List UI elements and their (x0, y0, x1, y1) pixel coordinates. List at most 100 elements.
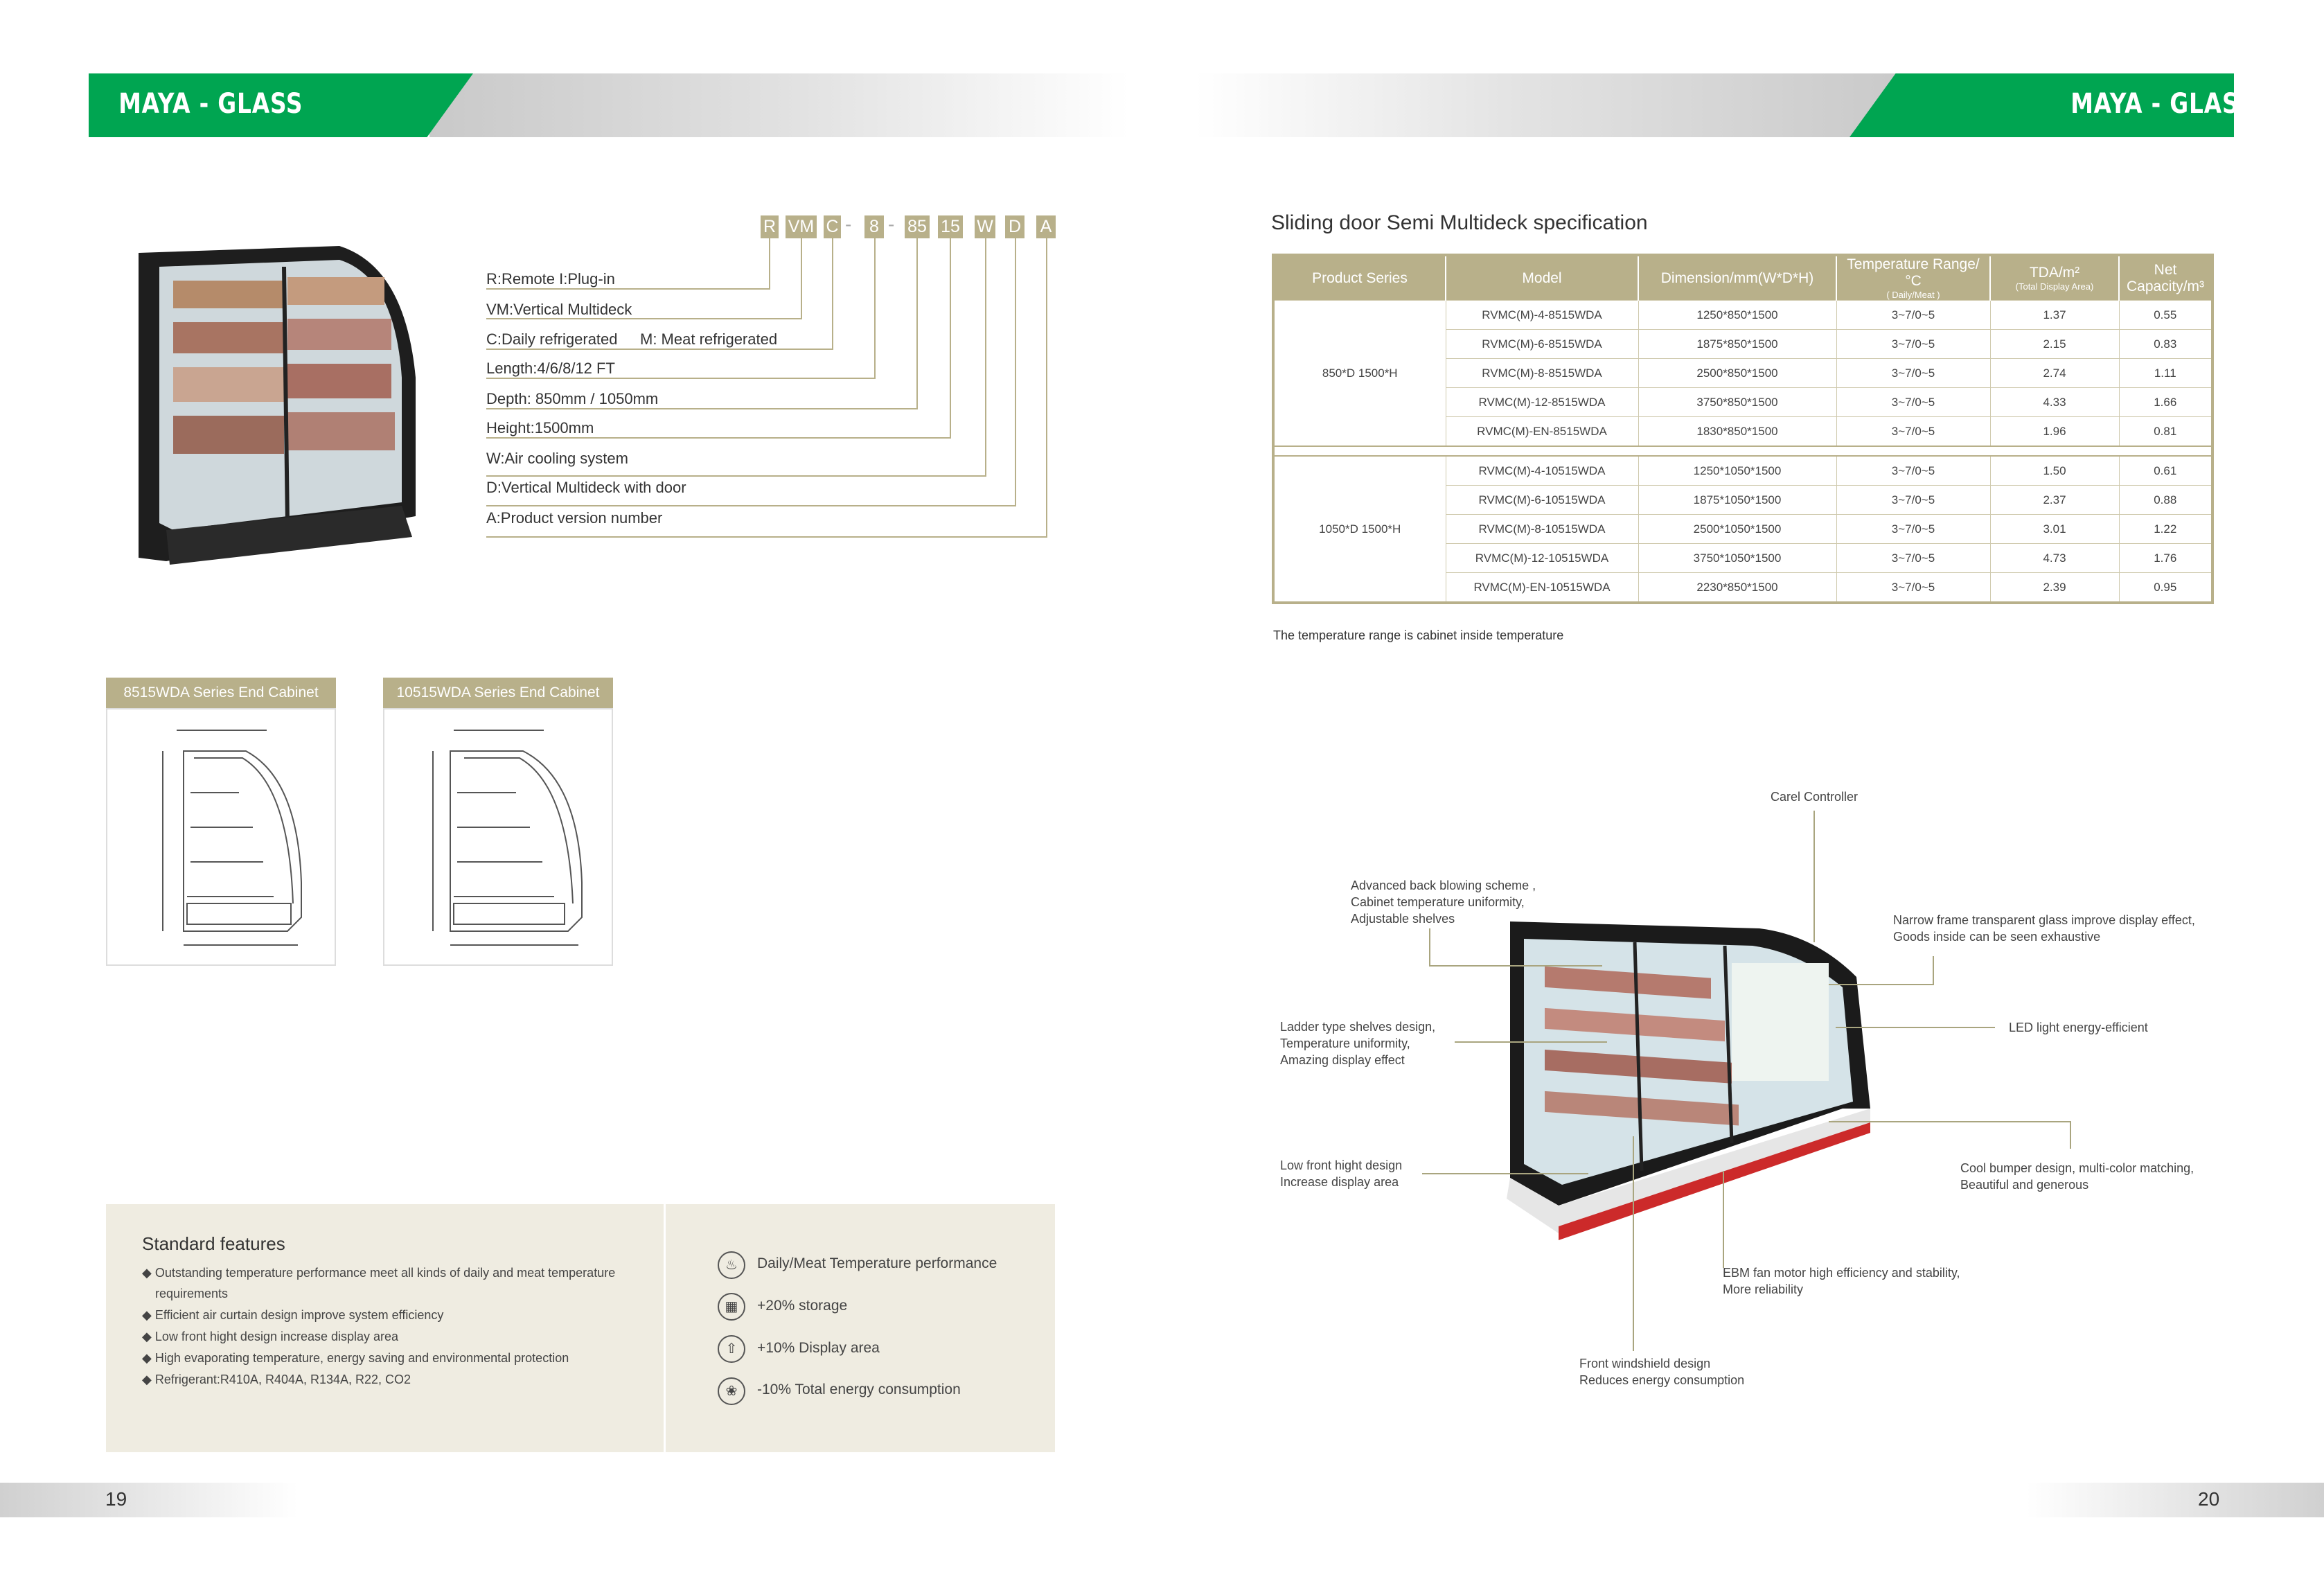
dimension-cell: 2230*850*1500 (1638, 572, 1837, 603)
product-image-cabinet (139, 246, 416, 565)
net-cell: 0.55 (2118, 300, 2213, 330)
callout-line-text: Reduces energy consumption (1579, 1373, 1745, 1387)
temp-cell: 3~7/0~5 (1836, 543, 1991, 573)
header-title-right: MAYA - GLASS (2070, 88, 2255, 120)
cabinet-side-drawing (432, 730, 583, 946)
col-header-net: Net Capacity/m³ (2119, 255, 2213, 301)
leaf-icon: ❀ (718, 1377, 745, 1405)
feature-text: Efficient air curtain design improve sys… (154, 1308, 444, 1322)
leader-line (874, 238, 876, 378)
dimension-cell: 3750*1050*1500 (1638, 543, 1837, 573)
storage-icon: ▦ (718, 1293, 745, 1321)
page-number-left: 19 (105, 1488, 127, 1510)
leader-line (916, 238, 918, 409)
feature-text: High evaporating temperature, energy sav… (154, 1351, 569, 1365)
code-legend-height: Height:1500mm (486, 419, 594, 436)
end-cabinet-title-8515: 8515WDA Series End Cabinet (106, 678, 336, 708)
perf-storage: +20% storage (757, 1298, 848, 1314)
temp-header-text: Temperature Range/°C (1847, 256, 1980, 289)
bullet-icon: ◆ (142, 1373, 152, 1386)
leader-line (985, 238, 986, 477)
col-header-model: Model (1446, 255, 1639, 301)
tda-cell: 2.39 (1989, 572, 2120, 603)
callout-line-text: Cabinet temperature uniformity, (1351, 895, 1525, 909)
code-legend-r: R:Remote I:Plug-in (486, 270, 615, 288)
tda-cell: 3.01 (1989, 514, 2120, 544)
callout-line (1429, 965, 1602, 967)
temp-cell: 3~7/0~5 (1836, 387, 1991, 417)
callout-line-text: Cool bumper design, multi-color matching… (1960, 1161, 2194, 1175)
callout-line-text: Advanced back blowing scheme , (1351, 879, 1536, 892)
callout-line-text: Adjustable shelves (1351, 912, 1455, 926)
callout-line-text: Temperature uniformity, (1280, 1036, 1410, 1050)
leader-line (486, 318, 802, 319)
callout-line (1723, 1171, 1724, 1268)
col-header-series: Product Series (1273, 255, 1446, 301)
leader-line (486, 349, 833, 350)
callout-line (1633, 1136, 1634, 1351)
feature-item: ◆ Low front hight design increase displa… (142, 1330, 398, 1344)
code-segment-c: C (824, 215, 841, 238)
bullet-icon: ◆ (142, 1351, 152, 1365)
callout-low-front: Low front hight design Increase display … (1280, 1157, 1402, 1190)
leader-line (486, 288, 770, 290)
spec-table: Product Series Model Dimension/mm(W*D*H)… (1272, 254, 2214, 604)
perf-temperature: Daily/Meat Temperature performance (757, 1255, 997, 1271)
callout-bumper: Cool bumper design, multi-color matching… (1960, 1160, 2194, 1193)
leader-line (486, 475, 986, 477)
code-segment-vm: VM (786, 215, 817, 238)
leader-line (1015, 238, 1016, 506)
feature-item: ◆ Outstanding temperature performance me… (142, 1266, 615, 1280)
end-cabinet-drawing-8515 (106, 708, 336, 966)
tda-cell: 4.33 (1989, 387, 2120, 417)
code-dash: - (845, 213, 852, 235)
callout-line (1829, 1121, 2071, 1122)
temp-cell: 3~7/0~5 (1836, 329, 1991, 359)
tda-cell: 1.37 (1989, 300, 2120, 330)
code-legend-a: A:Product version number (486, 509, 663, 527)
tda-cell: 1.96 (1989, 416, 2120, 447)
callout-line-text: Increase display area (1280, 1175, 1399, 1189)
leader-line (769, 238, 770, 288)
model-cell: RVMC(M)-4-10515WDA (1445, 455, 1639, 486)
callout-line-text: Goods inside can be seen exhaustive (1893, 930, 2101, 944)
callout-carel: Carel Controller (1771, 790, 1859, 804)
model-cell: RVMC(M)-6-10515WDA (1445, 485, 1639, 515)
tda-cell: 2.37 (1989, 485, 2120, 515)
model-cell: RVMC(M)-12-10515WDA (1445, 543, 1639, 573)
tda-header-text: TDA/m² (2029, 265, 2080, 281)
end-cabinet-title-10515: 10515WDA Series End Cabinet (383, 678, 613, 708)
dimension-cell: 2500*850*1500 (1638, 358, 1837, 388)
spec-title: Sliding door Semi Multideck specificatio… (1271, 211, 1648, 234)
callout-narrow-frame: Narrow frame transparent glass improve d… (1893, 912, 2195, 945)
feature-text: Low front hight design increase display … (154, 1330, 399, 1343)
code-legend-c: C:Daily refrigerated (486, 330, 618, 348)
temp-cell: 3~7/0~5 (1836, 514, 1991, 544)
model-cell: RVMC(M)-8-10515WDA (1445, 514, 1639, 544)
feature-text: Outstanding temperature performance meet… (154, 1266, 616, 1280)
series-cell: 1050*D 1500*H (1272, 455, 1446, 603)
cabinet-side-drawing (162, 730, 302, 946)
tda-cell: 2.15 (1989, 329, 2120, 359)
code-segment-d: D (1005, 215, 1024, 238)
tda-cell: 1.50 (1989, 455, 2120, 486)
table-header-row: Product Series Model Dimension/mm(W*D*H)… (1273, 255, 2213, 301)
model-cell: RVMC(M)-6-8515WDA (1445, 329, 1639, 359)
callout-line-text: Narrow frame transparent glass improve d… (1893, 913, 2195, 927)
callout-ebm: EBM fan motor high efficiency and stabil… (1723, 1264, 1960, 1298)
leader-line (832, 238, 833, 349)
dimension-cell: 1250*850*1500 (1638, 300, 1837, 330)
callout-line-text: Front windshield design (1579, 1357, 1711, 1370)
display-area-icon: ⇧ (718, 1335, 745, 1363)
feature-text: Refrigerant:R410A, R404A, R134A, R22, CO… (154, 1373, 411, 1386)
temp-cell: 3~7/0~5 (1836, 572, 1991, 603)
dimension-cell: 1875*850*1500 (1638, 329, 1837, 359)
